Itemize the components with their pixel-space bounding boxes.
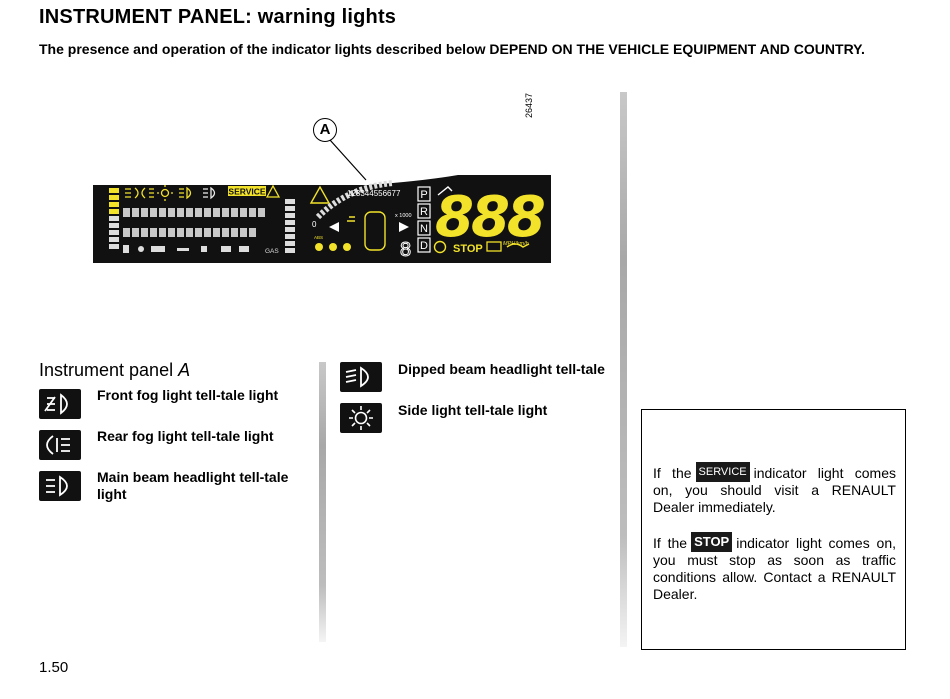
gear-letter-p: P (420, 189, 427, 201)
list-item-label: Rear fog light tell-tale light (97, 428, 274, 444)
lcd-gear-numbers: 123344556677 (347, 189, 401, 198)
list-item-main-beam: Main beam headlight tell-tale light (39, 469, 309, 503)
section-heading: Instrument panel A (39, 360, 190, 381)
section-heading-text: Instrument panel (39, 360, 179, 380)
lcd-service-label: SERVICE (228, 187, 265, 197)
list-item-label: Main beam headlight tell-tale light (97, 469, 289, 502)
lcd-zero: 0 (312, 220, 317, 229)
list-item-front-fog: Front fog light tell-tale light (39, 387, 309, 419)
intro-text: The presence and operation of the indica… (39, 41, 865, 57)
dipped-beam-icon (340, 362, 382, 392)
list-item-dipped-beam: Dipped beam headlight tell-tale (340, 361, 608, 392)
list-item-label: Side light tell-tale light (398, 402, 548, 418)
lower-warning-icons (315, 243, 351, 251)
callout-a: A (313, 118, 337, 142)
instrument-panel-illustration: SERVICE GAS 123344556677 0 x 1000 ABS 8 (93, 175, 551, 263)
top-icon-row (125, 185, 192, 201)
lcd-digit-eight: 8 (400, 239, 411, 261)
section-heading-letter: A (178, 360, 191, 380)
page-number: 1.50 (39, 659, 69, 676)
stop-notice-body: indicator light comes on, you must stop … (653, 535, 896, 602)
lcd-gas-label: GAS (265, 248, 279, 255)
lcd-speed-digits: 888 (435, 185, 544, 250)
gear-letter-n: N (420, 223, 428, 235)
column-divider-middle (319, 362, 326, 642)
list-item-label: Dipped beam headlight tell-tale (398, 361, 605, 377)
stop-badge: STOP (691, 532, 733, 552)
lcd-rpm-scale: x 1000 (395, 213, 412, 219)
stop-notice-prefix: If the (653, 535, 688, 551)
main-beam-icon (39, 471, 81, 501)
car-diagram (329, 211, 409, 251)
service-notice-body: indicator light comes on, you should vis… (653, 465, 896, 515)
lcd-stop-label: STOP (453, 243, 483, 255)
rear-fog-icon (39, 430, 81, 460)
side-light-icon (340, 403, 382, 433)
list-item-rear-fog: Rear fog light tell-tale light (39, 428, 309, 460)
service-badge: SERVICE (695, 462, 750, 482)
gear-letter-d: D (420, 240, 428, 252)
right-level-bar (285, 199, 295, 253)
gear-selector: P R N D (417, 186, 431, 253)
left-level-bar (109, 188, 119, 249)
list-item-label: Front fog light tell-tale light (97, 387, 279, 403)
gear-letter-r: R (420, 206, 428, 218)
list-item-side-light: Side light tell-tale light (340, 402, 608, 433)
dipped-beam-mini-icon (203, 186, 216, 200)
service-notice-prefix: If the (653, 465, 692, 481)
lcd-abs: ABS (314, 235, 323, 240)
page-title: INSTRUMENT PANEL: warning lights (39, 6, 397, 28)
bottom-icon-row (123, 245, 249, 253)
column-divider-right (620, 92, 627, 647)
text-segment-rows (123, 208, 265, 237)
front-fog-icon (39, 389, 81, 419)
